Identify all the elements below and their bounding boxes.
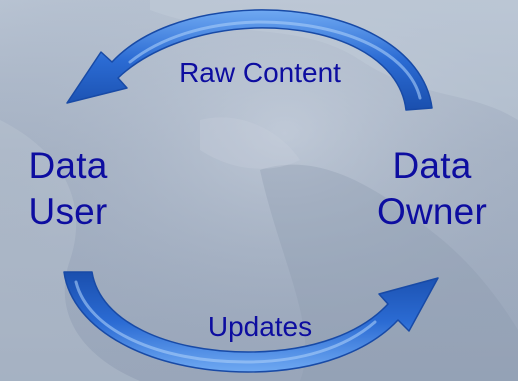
node-data-user-line1: Data [28,145,108,186]
node-data-user: Data User [8,143,128,235]
node-data-owner-line2: Owner [377,191,487,232]
node-data-owner-line1: Data [392,145,472,186]
node-data-user-line2: User [28,191,108,232]
node-data-owner: Data Owner [352,143,512,235]
edge-label-updates: Updates [207,311,313,342]
arrow-updates [63,271,439,373]
edge-label-raw-content: Raw Content [179,57,341,88]
arrow-raw-content [66,9,433,111]
